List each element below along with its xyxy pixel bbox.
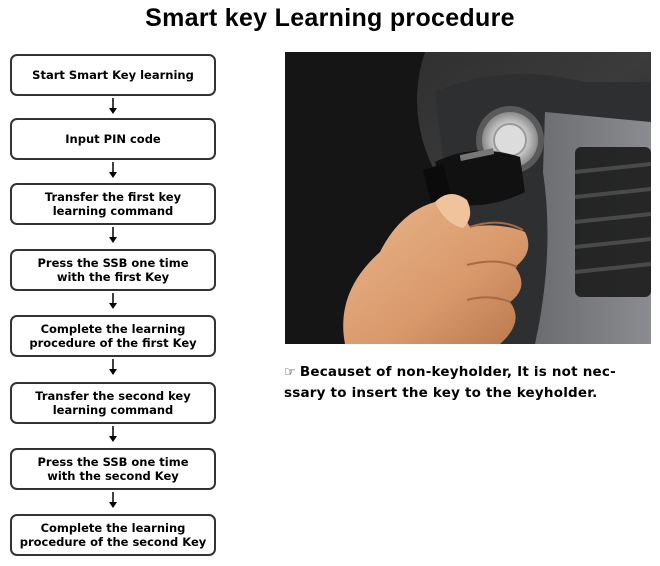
photo-illustration xyxy=(285,52,651,344)
note-line-2: ssary to insert the key to the keyholder… xyxy=(284,385,598,401)
step-start-learning: Start Smart Key learning xyxy=(10,54,216,96)
step-transfer-first-command: Transfer the first key learning command xyxy=(10,183,216,225)
down-arrow-icon xyxy=(106,426,120,442)
down-arrow-icon xyxy=(106,492,120,508)
note-line-1: Becauset of non-keyholder, It is not nec… xyxy=(299,364,616,380)
step-input-pin: Input PIN code xyxy=(10,118,216,160)
step-complete-first-key: Complete the learning procedure of the f… xyxy=(10,315,216,357)
down-arrow-icon xyxy=(106,293,120,309)
page-title: Smart key Learning procedure xyxy=(145,4,515,32)
step-press-ssb-first-key: Press the SSB one time with the first Ke… xyxy=(10,249,216,291)
down-arrow-icon xyxy=(106,359,120,375)
down-arrow-icon xyxy=(106,98,120,114)
smart-key-photo xyxy=(285,52,651,344)
step-complete-second-key: Complete the learning procedure of the s… xyxy=(10,514,216,556)
down-arrow-icon xyxy=(106,227,120,243)
step-press-ssb-second-key: Press the SSB one time with the second K… xyxy=(10,448,216,490)
pointing-hand-icon: ☞ xyxy=(284,365,296,380)
keyholder-note: ☞Becauset of non-keyholder, It is not ne… xyxy=(284,362,652,403)
down-arrow-icon xyxy=(106,162,120,178)
step-transfer-second-command: Transfer the second key learning command xyxy=(10,382,216,424)
